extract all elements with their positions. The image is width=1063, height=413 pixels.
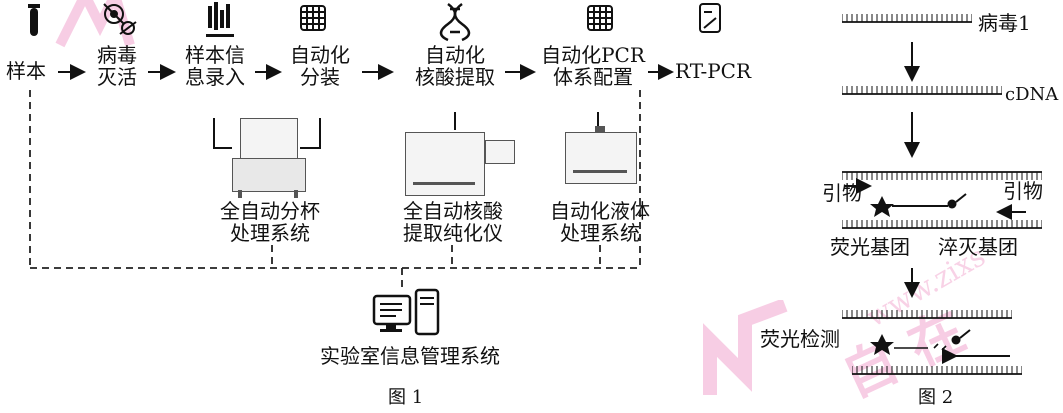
virus-inactivation-icon <box>103 3 137 35</box>
figure2-caption: 图 2 <box>918 387 954 408</box>
step-rt-pcr: RT-PCR <box>675 59 752 83</box>
primer-left-label: 引物 <box>822 181 862 205</box>
primer-binding-complex <box>842 171 1042 229</box>
tablet-icon <box>699 3 721 33</box>
watermark-logo-left <box>55 0 135 50</box>
virus-rna-strand <box>842 14 972 23</box>
step-pcr-setup: 自动化PCR 体系配置 <box>541 43 645 89</box>
virus-label: 病毒1 <box>978 11 1031 35</box>
machine-label-liquid-handling: 自动化液体 处理系统 <box>550 199 650 245</box>
step-virus-inactivation: 病毒 灭活 <box>97 43 137 89</box>
watermark-logo-right <box>700 298 790 400</box>
figure1-caption: 图 1 <box>388 387 424 408</box>
fluorescent-star-icon <box>870 196 894 217</box>
fluorophore-label: 荧光基团 <box>830 235 910 259</box>
step-sample: 样本 <box>6 59 46 83</box>
liquid-handling-machine <box>565 126 639 188</box>
figure2-diagram <box>842 14 1042 375</box>
quencher-dot-icon <box>951 335 961 345</box>
cup-dispensing-machine <box>230 118 310 198</box>
step-auto-extraction: 自动化 核酸提取 <box>415 43 495 89</box>
machine-label-cup-dispensing: 全自动分杯 处理系统 <box>220 199 320 245</box>
grid-plate-icon <box>300 5 326 31</box>
test-tube-icon <box>28 4 40 36</box>
quencher-dot-icon <box>947 199 957 209</box>
grid-plate-icon <box>587 5 613 31</box>
figure1-connectors <box>29 64 674 288</box>
machine-label-extractor: 全自动核酸 提取纯化仪 <box>403 199 503 245</box>
cdna-label: cDNA <box>1005 84 1059 105</box>
cdna-strand <box>842 86 1002 95</box>
computer-icon <box>372 288 440 336</box>
step-auto-dispense: 自动化 分装 <box>290 43 350 89</box>
quencher-label: 淬灭基团 <box>938 235 1018 259</box>
fluorescent-star-icon <box>870 334 894 355</box>
step-sample-entry: 样本信 息录入 <box>185 43 245 89</box>
figure1-icons <box>28 2 721 42</box>
lims-label: 实验室信息管理系统 <box>320 344 500 368</box>
nucleic-acid-extractor <box>405 132 515 198</box>
fluorescence-detection-label: 荧光检测 <box>760 327 840 351</box>
dna-icon <box>439 2 471 42</box>
sample-entry-icon <box>206 2 234 37</box>
machine-connectors <box>454 112 599 130</box>
fluorescence-detection-complex <box>842 310 1022 375</box>
bracket <box>213 118 321 149</box>
primer-right-label: 引物 <box>1003 179 1043 203</box>
lims-dashed-lines <box>29 90 641 288</box>
